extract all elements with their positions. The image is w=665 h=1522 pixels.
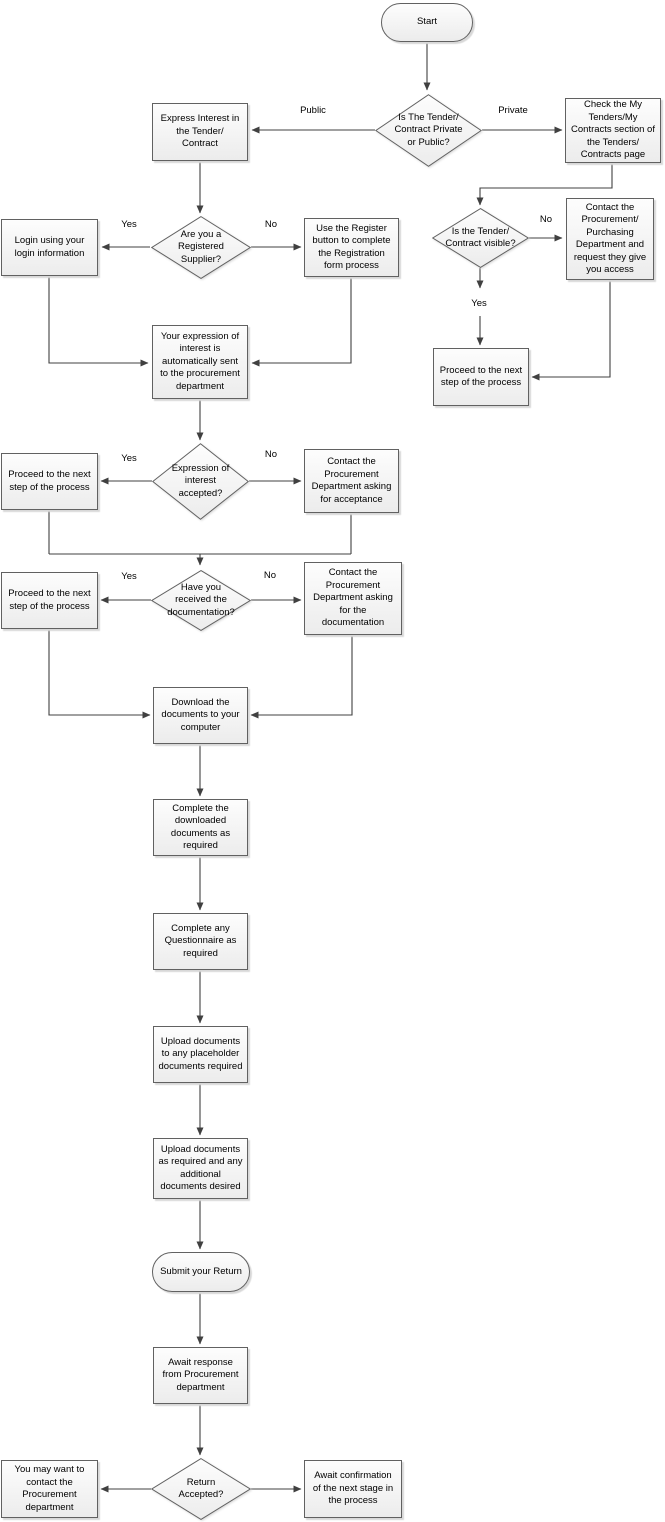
- flow-terminator-submit-return: Submit your Return: [152, 1252, 250, 1292]
- flow-decision-return-accepted: Return Accepted?: [151, 1458, 251, 1520]
- node-label: Proceed to the next step of the process: [8, 588, 91, 612]
- flow-node-await-response: Await response from Procurement departme…: [153, 1347, 248, 1404]
- edge-register-to-expression-sent: [251, 277, 352, 367]
- edge-label-registered-yes: Yes: [121, 219, 137, 230]
- node-label: Proceed to the next step of the process: [8, 469, 91, 493]
- node-label: Use the Register button to complete the …: [312, 222, 391, 272]
- flow-node-use-register-button: Use the Register button to complete the …: [304, 218, 399, 277]
- diamond-shape: [432, 208, 529, 268]
- node-label: Submit your Return: [160, 1265, 242, 1277]
- diamond-shape: [151, 1458, 251, 1520]
- flow-node-complete-questionnaire: Complete any Questionnaire as required: [153, 913, 248, 970]
- edge-label-visible-yes: Yes: [471, 298, 487, 309]
- node-label: Proceed to the next step of the process: [439, 364, 523, 389]
- flow-decision-expression-accepted: Expression of interest accepted?: [152, 443, 249, 520]
- edge-label-expression-no: No: [264, 449, 278, 460]
- node-label: Is The Tender/ Contract Private or Publi…: [394, 111, 463, 148]
- flow-node-check-my-tenders: Check the My Tenders/My Contracts sectio…: [565, 98, 661, 163]
- node-label: Contact the Procurement/ Purchasing Depa…: [573, 201, 647, 276]
- edge-label-documentation-no: No: [263, 570, 277, 581]
- node-label: Upload documents as required and any add…: [158, 1143, 243, 1193]
- node-label: Check the My Tenders/My Contracts sectio…: [571, 99, 655, 161]
- node-label: Express Interest in the Tender/ Contract: [160, 113, 240, 150]
- flow-node-contact-for-acceptance: Contact the Procurement Department askin…: [304, 449, 399, 513]
- edge-proceed-to-download: [48, 629, 151, 719]
- diamond-shape: [152, 443, 249, 520]
- node-label: Download the documents to your computer: [161, 696, 240, 733]
- node-label: Expression of interest accepted?: [171, 462, 230, 499]
- flow-node-contact-after-return: You may want to contact the Procurement …: [1, 1460, 98, 1518]
- node-label: Upload documents to any placeholder docu…: [158, 1035, 243, 1072]
- node-label: Complete any Questionnaire as required: [164, 922, 237, 959]
- edge-label-registered-no: No: [264, 219, 278, 230]
- flow-node-proceed-after-expression: Proceed to the next step of the process: [1, 453, 98, 510]
- flow-node-upload-additional: Upload documents as required and any add…: [153, 1138, 248, 1199]
- edge-contact-doc-to-download: [250, 635, 353, 719]
- flow-node-proceed-after-visible: Proceed to the next step of the process: [433, 348, 529, 406]
- edge-login-to-expression-sent: [48, 276, 149, 367]
- edge-check-to-visible: [476, 163, 613, 206]
- node-label: Await response from Procurement departme…: [162, 1356, 239, 1393]
- node-label: Complete the downloaded documents as req…: [170, 802, 231, 852]
- flow-node-proceed-after-documentation: Proceed to the next step of the process: [1, 572, 98, 629]
- flow-node-contact-for-documentation: Contact the Procurement Department askin…: [304, 562, 402, 635]
- node-label: Contact the Procurement Department askin…: [311, 456, 392, 505]
- flow-node-complete-downloaded: Complete the downloaded documents as req…: [153, 799, 248, 856]
- flow-node-contact-purchasing: Contact the Procurement/ Purchasing Depa…: [566, 198, 654, 280]
- flow-decision-private-or-public: Is The Tender/ Contract Private or Publi…: [375, 94, 482, 167]
- node-label: Are you a Registered Supplier?: [178, 228, 224, 265]
- node-label: Contact the Procurement Department askin…: [313, 567, 393, 629]
- flow-node-await-confirmation: Await confirmation of the next stage in …: [304, 1460, 402, 1518]
- edge-label-documentation-yes: Yes: [121, 571, 137, 582]
- node-label: Your expression of interest is automatic…: [160, 330, 240, 392]
- node-label: Return Accepted?: [178, 1476, 224, 1501]
- flow-terminator-start: Start: [381, 3, 473, 42]
- node-label: Login using your login information: [14, 235, 85, 259]
- diamond-shape: [151, 216, 251, 279]
- flow-node-express-interest: Express Interest in the Tender/ Contract: [152, 103, 248, 161]
- flow-node-expression-sent: Your expression of interest is automatic…: [152, 325, 248, 399]
- diamond-shape: [151, 570, 251, 631]
- edge-label-public: Public: [300, 105, 326, 116]
- flow-node-upload-placeholder: Upload documents to any placeholder docu…: [153, 1026, 248, 1083]
- node-label: Is the Tender/ Contract visible?: [445, 225, 516, 250]
- node-label: Await confirmation of the next stage in …: [312, 1470, 394, 1507]
- node-label: Have you received the documentation?: [167, 581, 235, 618]
- edge-label-expression-yes: Yes: [121, 453, 137, 464]
- edge-contact-purchasing-to-proceed: [531, 280, 611, 381]
- flow-decision-registered-supplier: Are you a Registered Supplier?: [151, 216, 251, 279]
- node-label: Start: [416, 16, 438, 28]
- flow-node-download-documents: Download the documents to your computer: [153, 687, 248, 744]
- diamond-shape: [375, 94, 482, 167]
- flow-node-login: Login using your login information: [1, 219, 98, 276]
- flow-decision-tender-visible: Is the Tender/ Contract visible?: [432, 208, 529, 268]
- edge-label-visible-no: No: [539, 214, 553, 225]
- flow-decision-received-documentation: Have you received the documentation?: [151, 570, 251, 631]
- edge-label-private: Private: [498, 105, 528, 116]
- node-label: You may want to contact the Procurement …: [14, 1464, 85, 1513]
